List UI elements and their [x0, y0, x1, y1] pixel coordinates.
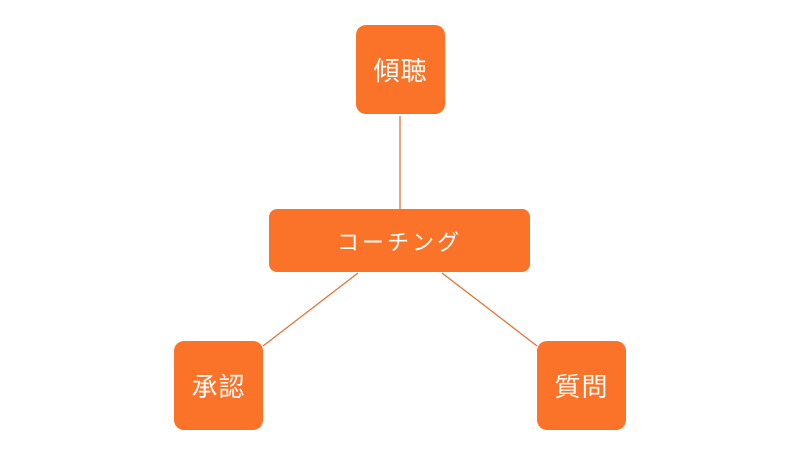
node-coaching-label: コーチング	[336, 230, 462, 256]
node-acknowledgment: 承認	[174, 341, 263, 430]
node-listening-label: 傾聴	[373, 57, 428, 87]
node-questioning: 質問	[537, 341, 626, 430]
connector-center-to-acknowledgment	[262, 272, 359, 347]
node-coaching-center: コーチング	[269, 209, 530, 272]
node-listening: 傾聴	[356, 25, 445, 114]
connector-center-to-questioning	[441, 272, 538, 347]
node-acknowledgment-label: 承認	[191, 373, 246, 403]
node-questioning-label: 質問	[554, 373, 609, 403]
